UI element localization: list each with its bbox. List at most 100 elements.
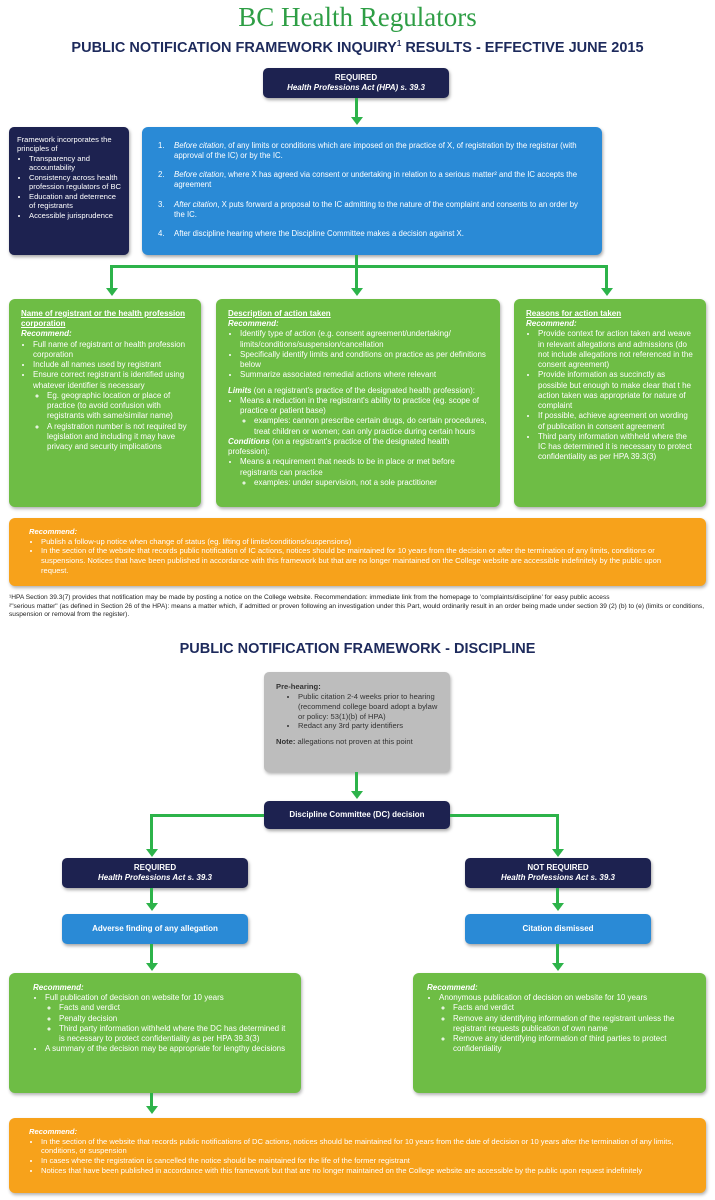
triggers-list: 1.Before citation, of any limits or cond… bbox=[158, 141, 590, 239]
list-item: Specifically identify limits and conditi… bbox=[240, 350, 488, 370]
list-item: Consistency across health profession reg… bbox=[29, 173, 121, 192]
not-required-box: NOT REQUIRED Health Professions Act s. 3… bbox=[465, 858, 651, 888]
trigger-number: 3. bbox=[158, 199, 165, 209]
anonymous-publication-list: Anonymous publication of decision on web… bbox=[427, 993, 694, 1054]
list-item: In cases where the registration is cance… bbox=[41, 1156, 686, 1166]
arrow-icon bbox=[350, 288, 363, 296]
trigger-item: 3. After citation, X puts forward a propo… bbox=[158, 200, 590, 220]
list-item: Summarize associated remedial actions wh… bbox=[240, 370, 488, 380]
arrow-icon bbox=[600, 288, 613, 296]
framework-heading: PUBLIC NOTIFICATION FRAMEWORK INQUIRY1 R… bbox=[0, 39, 715, 56]
action-description-list: Identify type of action (e.g. consent ag… bbox=[228, 329, 488, 380]
limits-example: examples: cannon prescribe certain drugs… bbox=[254, 416, 488, 436]
arrow-icon bbox=[145, 1106, 158, 1114]
not-required-label: NOT REQUIRED bbox=[527, 863, 589, 872]
trigger-body: , X puts forward a proposal to the IC ad… bbox=[174, 199, 578, 219]
connector bbox=[605, 265, 608, 289]
trigger-text: After citation, X puts forward a proposa… bbox=[174, 200, 590, 220]
connector bbox=[150, 814, 153, 850]
footnote-1: ¹HPA Section 39.3(7) provides that notif… bbox=[9, 594, 610, 601]
list-item: Third party information withheld where t… bbox=[59, 1024, 289, 1044]
connector bbox=[556, 814, 559, 850]
pre-hearing-list: Public citation 2-4 weeks prior to heari… bbox=[276, 692, 438, 731]
list-item: In the section of the website that recor… bbox=[41, 1137, 686, 1156]
list-item: Transparency and accountability bbox=[29, 154, 121, 173]
dc-decision-box: Discipline Committee (DC) decision bbox=[264, 801, 450, 829]
list-item: Full name of registrant or health profes… bbox=[33, 340, 189, 360]
list-item: Anonymous publication of decision on web… bbox=[439, 993, 694, 1054]
list-item: If possible, achieve agreement on wordin… bbox=[538, 411, 694, 431]
connector bbox=[150, 888, 153, 904]
limits-item: Means a reduction in the registrant's ab… bbox=[240, 395, 479, 416]
footnote-2: ²"serious matter" (as defined in Section… bbox=[9, 602, 705, 619]
list-item: Identify type of action (e.g. consent ag… bbox=[240, 329, 488, 349]
connector bbox=[355, 98, 358, 118]
required-act: Health Professions Act s. 39.3 bbox=[98, 873, 212, 883]
list-item: Facts and verdict bbox=[453, 1003, 694, 1013]
arrow-icon bbox=[145, 903, 158, 911]
recommend-label: Recommend: bbox=[29, 527, 78, 536]
list-item: Include all names used by registrant bbox=[33, 360, 189, 370]
anonymous-publication-sublist: Facts and verdictRemove any identifying … bbox=[439, 1003, 694, 1054]
triggers-box: 1.Before citation, of any limits or cond… bbox=[142, 127, 602, 255]
list-item: A registration number is not required by… bbox=[47, 422, 189, 453]
trigger-item: 4.After discipline hearing where the Dis… bbox=[158, 229, 590, 239]
trigger-item: 2. Before citation, where X has agreed vi… bbox=[158, 170, 590, 190]
registrant-name-heading: Name of registrant or the health profess… bbox=[21, 309, 186, 329]
connector bbox=[110, 265, 113, 289]
recommend-label: Recommend: bbox=[228, 319, 279, 329]
trigger-emphasis: Before citation bbox=[174, 141, 224, 150]
trigger-number: 2. bbox=[158, 170, 165, 180]
trigger-number: 1. bbox=[158, 141, 165, 150]
reasons-box: Reasons for action taken Recommend: Prov… bbox=[514, 299, 706, 507]
dc-notice-list: In the section of the website that recor… bbox=[29, 1137, 686, 1176]
connector bbox=[556, 888, 559, 904]
recommend-label: Recommend: bbox=[427, 983, 478, 992]
connector bbox=[150, 814, 264, 817]
full-publication-item: Full publication of decision on website … bbox=[45, 993, 224, 1003]
connector bbox=[355, 265, 358, 289]
trigger-text: Before citation, where X has agreed via … bbox=[174, 170, 590, 190]
list-item: Means a reduction in the registrant's ab… bbox=[240, 396, 488, 437]
arrow-icon bbox=[551, 963, 564, 971]
full-publication-box: Recommend: Full publication of decision … bbox=[9, 973, 301, 1093]
arrow-icon bbox=[350, 117, 363, 125]
reasons-heading: Reasons for action taken bbox=[526, 309, 622, 318]
list-item: Public citation 2-4 weeks prior to heari… bbox=[298, 692, 438, 722]
list-item: Remove any identifying information of th… bbox=[453, 1034, 694, 1054]
required-act: Health Professions Act (HPA) s. 39.3 bbox=[287, 83, 425, 93]
note-text: allegations not proven at this point bbox=[295, 737, 413, 747]
conditions-definition: Conditions (on a registrant's practice o… bbox=[228, 437, 488, 457]
list-item-text: Include all names used by registrant bbox=[33, 360, 162, 370]
limits-text: (on a registrant's practice of the desig… bbox=[251, 385, 475, 395]
conditions-label: Conditions bbox=[228, 436, 270, 446]
trigger-item: 1.Before citation, of any limits or cond… bbox=[158, 141, 590, 161]
anonymous-publication-item: Anonymous publication of decision on web… bbox=[439, 993, 648, 1003]
follow-up-recommend-box: Recommend: Publish a follow-up notice wh… bbox=[9, 518, 706, 586]
discipline-heading: PUBLIC NOTIFICATION FRAMEWORK - DISCIPLI… bbox=[179, 641, 536, 657]
list-item: Notices that have been published in acco… bbox=[41, 1166, 686, 1176]
list-item: Provide information as succinctly as pos… bbox=[538, 370, 694, 411]
page-title: BC Health Regulators bbox=[238, 2, 477, 32]
pre-hearing-note: Note: allegations not proven at this poi… bbox=[276, 737, 438, 747]
identifier-sublist: Eg. geographic location or place of prac… bbox=[33, 391, 189, 452]
list-item-text: Full name of registrant or health profes… bbox=[33, 339, 186, 359]
trigger-text: After discipline hearing where the Disci… bbox=[174, 229, 464, 239]
note-label: Note: bbox=[276, 737, 296, 747]
framework-principles-list: Transparency and accountabilityConsisten… bbox=[17, 154, 121, 220]
conditions-list: Means a requirement that needs to be in … bbox=[228, 457, 488, 488]
adverse-finding-box: Adverse finding of any allegation bbox=[62, 914, 248, 944]
list-item: Eg. geographic location or place of prac… bbox=[47, 391, 189, 422]
required-label: REQUIRED bbox=[133, 863, 177, 872]
list-item: Remove any identifying information of th… bbox=[453, 1014, 694, 1034]
arrow-icon bbox=[105, 288, 118, 296]
connector bbox=[355, 772, 358, 792]
pre-hearing-box: Pre-hearing: Public citation 2-4 weeks p… bbox=[264, 672, 450, 772]
footnote-marker: 1 bbox=[396, 39, 402, 48]
arrow-icon bbox=[551, 903, 564, 911]
action-description-heading: Description of action taken bbox=[228, 309, 331, 318]
list-item: In the section of the website that recor… bbox=[41, 546, 686, 575]
limits-list: Means a reduction in the registrant's ab… bbox=[228, 396, 488, 437]
trigger-body: , where X has agreed via consent or unde… bbox=[174, 170, 578, 190]
citation-dismissed-box: Citation dismissed bbox=[465, 914, 651, 944]
